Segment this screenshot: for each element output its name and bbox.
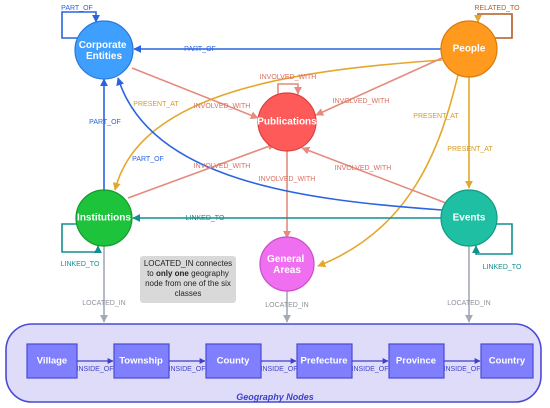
involved-label-corp-pub: INVOLVED_WITH [194,103,251,110]
involved-label-people-pub: INVOLVED_WITH [333,98,390,105]
node-institutions-label: Institutions [77,213,131,224]
located-in-label-events: LOCATED_IN [447,300,490,307]
geo-village[interactable]: Village [26,343,78,379]
part-of-edge-events-corp [116,77,443,211]
inside-of-label: INSIDE_OF [169,366,206,373]
located-in-label-institutions: LOCATED_IN [82,300,125,307]
self-loop-inst [61,223,102,254]
note-line-3: node from one of the six [145,279,231,288]
part-of-label-events-corp: PART_OF [132,156,164,163]
geo-province[interactable]: Province [388,343,445,379]
geo-prefecture[interactable]: Prefecture [296,343,353,379]
part-of-label-people-corp: PART_OF [184,46,216,53]
pub-general-label: INVOLVED_WITH [259,176,316,183]
self-loop-inst-label: LINKED_TO [61,261,100,268]
present-at-label-right-2: PRESENT_AT [447,146,493,153]
involved-edge-corp-pub [131,67,259,120]
node-publications-label: Publications [257,117,317,128]
node-general-areas[interactable]: General Areas [259,236,315,292]
involved-edge-people-pub [315,57,443,116]
self-loop-pub-label: INVOLVED_WITH [260,74,317,81]
geo-prefecture-label: Prefecture [301,356,348,367]
note-line-1: LOCATED_IN connectes [143,259,233,268]
self-loop-people-label: RELATED_TO [474,5,520,12]
self-loop-corp [61,11,100,39]
geo-township[interactable]: Township [113,343,170,379]
node-general-line2: Areas [273,265,301,276]
note-line-2-post: geography [188,269,229,278]
self-loop-events-label: LINKED_TO [483,264,522,271]
node-corporate-entities[interactable]: Corporate Entities [74,20,134,80]
geography-title: Geography Nodes [236,392,314,402]
geography-container [5,323,542,403]
note-line-2-pre: to [147,269,156,278]
inside-of-label: INSIDE_OF [352,366,389,373]
geo-township-label: Township [119,356,163,367]
node-corporate-line1: Corporate [79,40,127,51]
self-loop-people [474,13,513,39]
geo-province-label: Province [396,356,436,367]
involved-edge-events-pub [301,146,447,204]
node-corporate-line2: Entities [86,51,123,62]
part-of-label-inst-corp: PART_OF [89,119,121,126]
present-at-edge-people-general [317,74,459,268]
self-loop-pub [277,83,302,96]
linked-label-events-inst: LINKED_TO [186,215,225,222]
node-general-line1: General [267,254,304,265]
present-at-label-right-1: PRESENT_AT [413,113,459,120]
present-at-label-left: PRESENT_AT [133,101,179,108]
note-line-2-bold: only one [155,269,189,278]
present-at-edge-people-institutions [112,59,443,191]
geo-country[interactable]: Country [480,343,534,379]
located-in-note: LOCATED_IN connectes to only one geograp… [140,256,236,303]
geo-county[interactable]: County [205,343,262,379]
geo-county-label: County [217,356,250,367]
node-events-label: Events [453,213,486,224]
note-line-4: classes [174,289,202,298]
involved-edge-inst-pub [127,142,276,199]
involved-label-events-pub: INVOLVED_WITH [335,165,392,172]
located-in-label-general: LOCATED_IN [265,302,308,309]
inside-of-label: INSIDE_OF [77,366,114,373]
node-institutions[interactable]: Institutions [75,189,133,247]
inside-of-label: INSIDE_OF [261,366,298,373]
geo-country-label: Country [489,356,526,367]
node-publications[interactable]: Publications [257,92,317,152]
node-people[interactable]: People [440,20,498,78]
note-line-2: to only one geography [140,269,236,279]
node-corporate-label: Corporate Entities [79,40,130,62]
node-events[interactable]: Events [440,189,498,247]
self-loop-corp-label: PART_OF [61,5,93,12]
self-loop-events [472,223,513,255]
node-people-label: People [453,44,486,55]
involved-label-inst-pub: INVOLVED_WITH [194,163,251,170]
geo-village-label: Village [37,356,67,367]
inside-of-label: INSIDE_OF [444,366,481,373]
node-general-label: General Areas [267,254,307,276]
